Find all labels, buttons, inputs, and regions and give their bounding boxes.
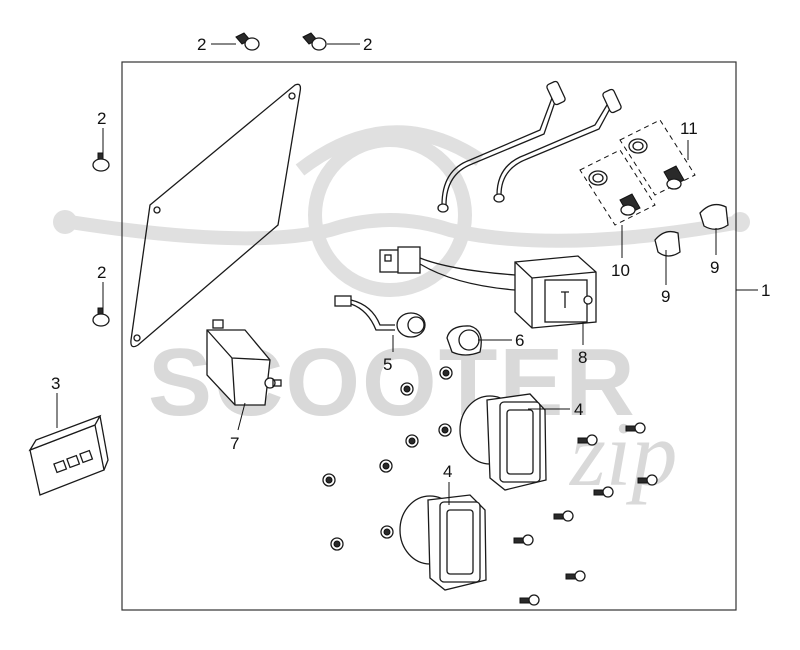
leader-lines	[56, 43, 758, 505]
gauge-unit-upper	[459, 393, 547, 491]
callout-3: 3	[51, 374, 60, 393]
ignition-switch	[514, 255, 597, 329]
wiring-harness-connector	[379, 246, 516, 291]
wire-cable-left	[437, 80, 566, 213]
watermark-dot-right	[730, 212, 750, 232]
callout-10: 10	[611, 261, 630, 280]
watermark-logo-graphic	[68, 125, 742, 297]
rubber-cap	[446, 325, 482, 356]
callout-2-left-upper: 2	[97, 109, 106, 128]
callout-11: 11	[680, 119, 698, 138]
callout-8: 8	[578, 348, 587, 367]
watermark: SCOOTER zip	[53, 125, 750, 505]
callout-4-upper: 4	[574, 400, 583, 419]
bolt-top-left	[235, 32, 260, 51]
watermark-dot-left	[53, 210, 77, 234]
relay-switch	[206, 319, 282, 406]
fuse-box	[28, 414, 109, 496]
assembly-frame	[121, 61, 737, 611]
small-connector	[334, 295, 426, 338]
terminal-set-upper	[619, 119, 696, 196]
wire-cable-right	[493, 88, 622, 203]
bolt-top-right	[302, 32, 327, 51]
bolt-left-upper	[92, 152, 110, 172]
callout-2-top-left: 2	[197, 35, 206, 54]
callout-labels: 2 2 2 2 1 3 4 4 5 6 7 8 9 9 10 11	[51, 35, 770, 481]
watermark-suffix-text: zip	[568, 403, 677, 505]
nuts-group	[322, 366, 453, 551]
callout-9-lower: 9	[661, 287, 670, 306]
terminal-set-lower	[579, 149, 656, 226]
callout-4-lower: 4	[443, 462, 452, 481]
callout-2-left-lower: 2	[97, 263, 106, 282]
cap-upper	[699, 203, 729, 230]
cover-plate	[130, 83, 302, 348]
callout-7: 7	[230, 434, 239, 453]
callout-6: 6	[515, 331, 524, 350]
callout-1: 1	[761, 281, 770, 300]
callout-9-upper: 9	[710, 258, 719, 277]
callout-2-top-right: 2	[363, 35, 372, 54]
bolt-left-lower	[92, 307, 110, 327]
cap-lower	[654, 230, 681, 257]
callout-5: 5	[383, 355, 392, 374]
gauge-unit-lower	[399, 494, 487, 591]
screws-group	[513, 422, 658, 606]
